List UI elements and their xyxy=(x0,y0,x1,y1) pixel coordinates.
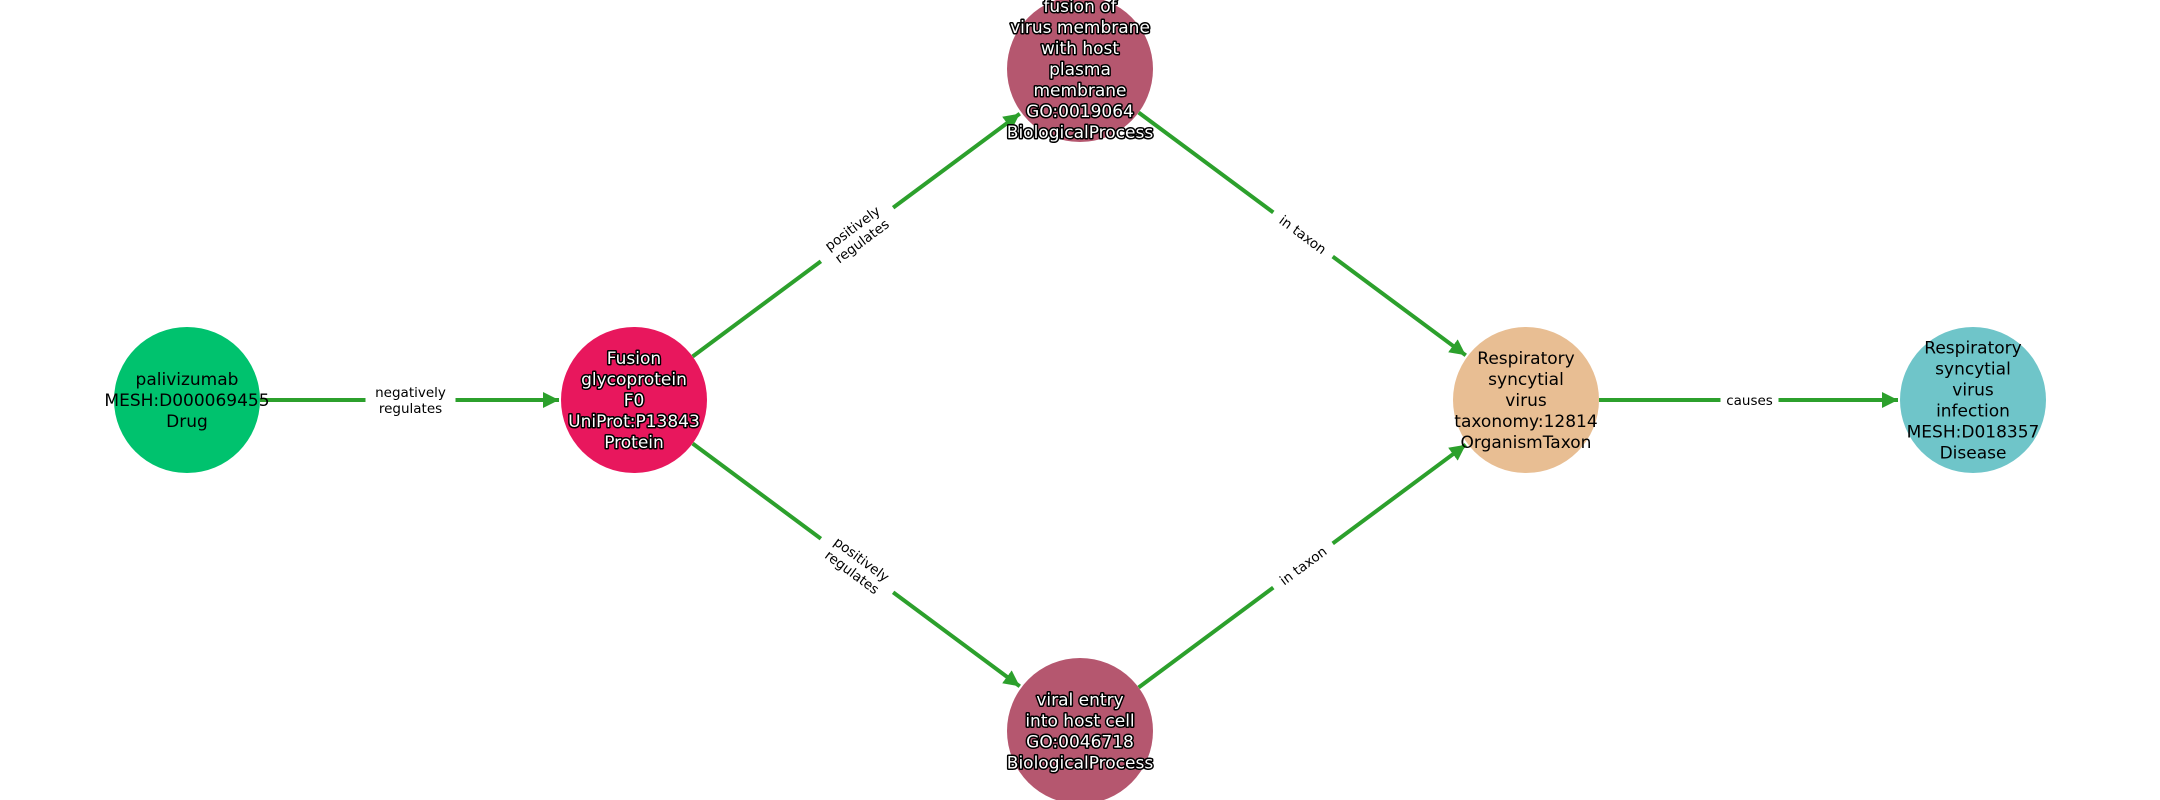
node-label: Respiratory xyxy=(1477,349,1574,369)
node-label: OrganismTaxon xyxy=(1461,433,1592,453)
node-label: UniProt:P13843 xyxy=(568,412,700,432)
node-label: Respiratory xyxy=(1924,339,2021,359)
node-label: into host cell xyxy=(1025,712,1134,732)
node-label: infection xyxy=(1936,402,2010,422)
edge-membrane-fusion-to-rsv-taxon: in taxon xyxy=(1137,110,1467,357)
node-label: GO:0019064 xyxy=(1026,102,1134,122)
node-circle[interactable] xyxy=(1453,327,1599,473)
node-label: with host xyxy=(1041,39,1120,59)
node-label: Protein xyxy=(604,433,664,453)
node-label: Drug xyxy=(166,412,208,432)
edge-label: in taxon xyxy=(1267,535,1339,596)
node-label: virus membrane xyxy=(1010,18,1150,38)
edge-rsv-taxon-to-rsv-infection: causes xyxy=(1599,390,1898,410)
node-label: palivizumab xyxy=(136,370,239,390)
edge-label-text: regulates xyxy=(379,401,442,417)
node-label: F0 xyxy=(624,391,645,411)
node-circle[interactable] xyxy=(1007,0,1153,142)
node-label: plasma xyxy=(1049,60,1111,80)
edge-label: causes xyxy=(1720,390,1779,410)
edge-label: in taxon xyxy=(1267,204,1339,265)
node-label: GO:0046718 xyxy=(1026,733,1134,753)
node-label: syncytial xyxy=(1935,360,2011,380)
node-label: taxonomy:12814 xyxy=(1454,412,1597,432)
node-label: MESH:D000069455 xyxy=(104,391,269,411)
node-label: membrane xyxy=(1033,81,1126,101)
edge-viral-entry-to-rsv-taxon: in taxon xyxy=(1137,443,1467,690)
node-label: Disease xyxy=(1940,444,2007,464)
node-circle[interactable] xyxy=(1007,658,1153,800)
node-label: glycoprotein xyxy=(581,370,687,390)
node-circle[interactable] xyxy=(561,327,707,473)
node-rsv-taxon[interactable]: Respiratorysyncytialvirustaxonomy:12814O… xyxy=(1453,327,1599,473)
node-label: MESH:D018357 xyxy=(1907,423,2040,443)
edge-label-text: negatively xyxy=(375,385,446,401)
node-fusion-glycoprotein[interactable]: FusionglycoproteinF0UniProt:P13843Protei… xyxy=(561,327,707,473)
edge-label-text: causes xyxy=(1726,393,1773,409)
node-label: viral entry xyxy=(1036,691,1123,711)
node-rsv-infection[interactable]: RespiratorysyncytialvirusinfectionMESH:D… xyxy=(1900,327,2046,473)
node-circle[interactable] xyxy=(1900,327,2046,473)
node-label: syncytial xyxy=(1488,370,1564,390)
node-label: virus xyxy=(1952,381,1994,401)
node-label: Fusion xyxy=(607,349,661,369)
edge-label-text: in taxon xyxy=(1276,213,1329,258)
edge-label-text: in taxon xyxy=(1277,544,1330,589)
node-label: BiologicalProcess xyxy=(1007,123,1154,143)
node-label: fusion of xyxy=(1043,0,1117,17)
node-circle[interactable] xyxy=(114,327,260,473)
node-label: virus xyxy=(1505,391,1547,411)
node-label: BiologicalProcess xyxy=(1007,754,1154,774)
